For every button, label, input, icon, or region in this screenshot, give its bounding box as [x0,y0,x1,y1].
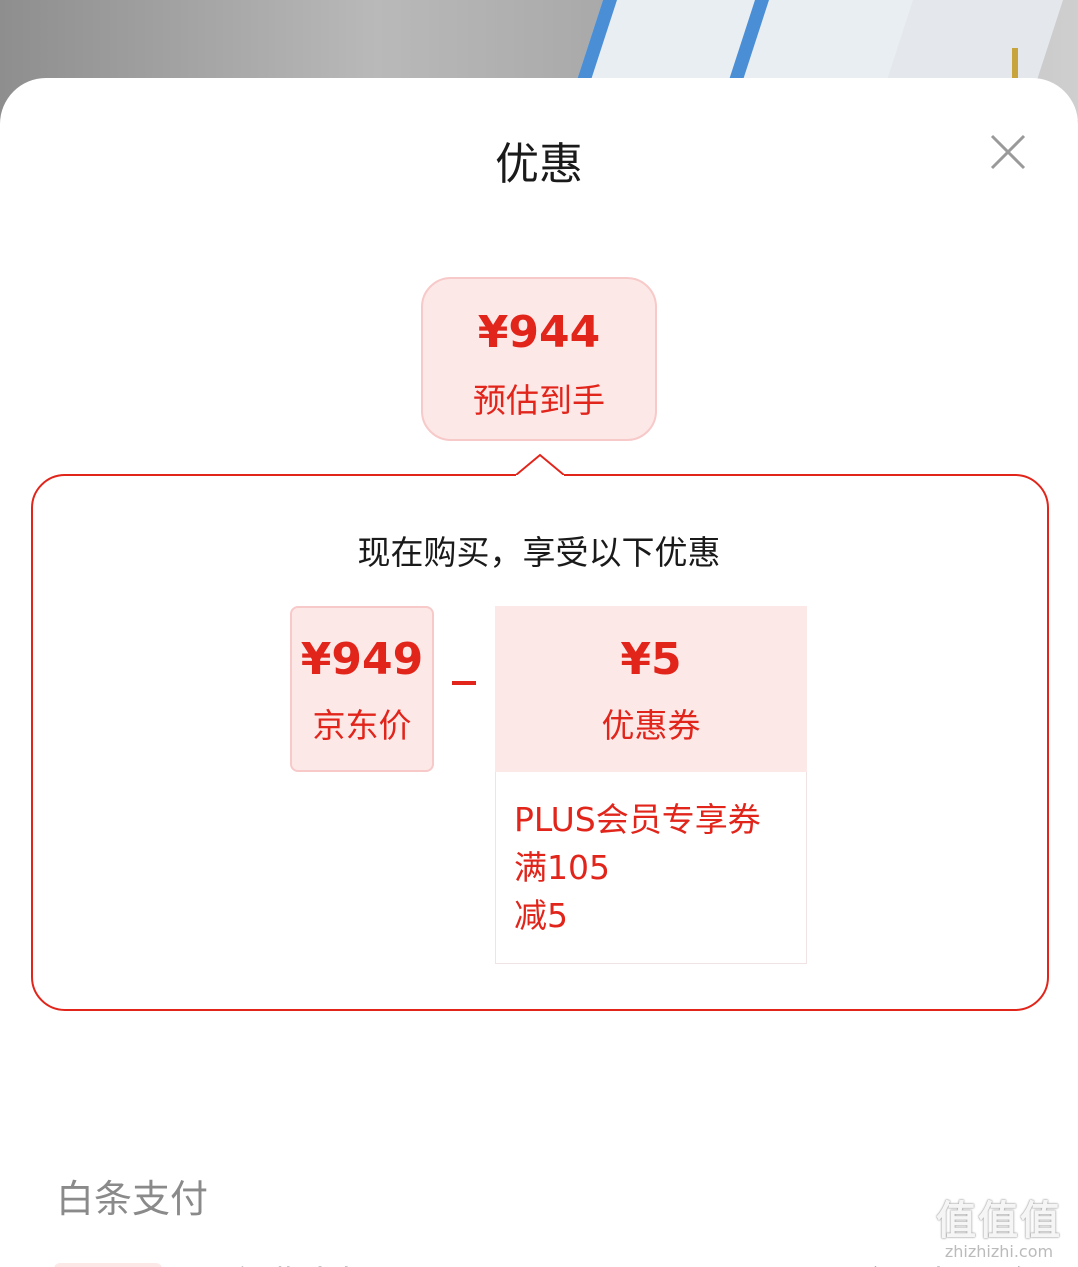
estimated-price-label: 预估到手 [473,381,605,420]
minus-operator [452,681,476,685]
promo-badge [54,1263,162,1267]
site-watermark: 值值值 zhizhizhi.com [926,1188,1072,1264]
sheet-title: 优惠 [495,139,583,190]
discount-sheet: 优惠 ¥944 预估到手 现在购买，享受以下优惠 ¥949 京东价 ¥5 优惠券… [0,78,1078,1267]
jd-price-label: 京东价 [312,706,412,745]
section-title-baitiao: 白条支付 [56,1177,209,1221]
watermark-logo: 值值值 [936,1198,1062,1244]
estimated-price-bubble: ¥944 预估到手 [421,277,657,441]
baitiao-open-link[interactable]: 立即打开白 [858,1256,1038,1267]
coupon-detail-line: 满105 [514,848,610,887]
close-icon[interactable] [988,132,1028,172]
coupon-label: 优惠券 [601,706,701,745]
estimated-price: ¥944 [477,307,601,358]
jd-price-box: ¥949 京东价 [290,606,434,772]
baitiao-option-text: 期免费大折 [194,1256,374,1267]
coupon-detail: PLUS会员专享券 满105 减5 [495,772,807,964]
bubble-pointer [516,453,564,477]
breakdown-heading: 现在购买，享受以下优惠 [357,533,721,572]
jd-price: ¥949 [300,634,424,685]
coupon-detail-line: 减5 [514,896,568,935]
coupon-amount: ¥5 [620,634,682,685]
coupon-box[interactable]: ¥5 优惠券 [495,606,807,772]
coupon-detail-line: PLUS会员专享券 [514,800,761,839]
product-connector [1012,48,1018,88]
watermark-url: zhizhizhi.com [944,1242,1054,1261]
baitiao-option-row[interactable]: 期免费大折 立即打开白 [0,1248,1078,1267]
